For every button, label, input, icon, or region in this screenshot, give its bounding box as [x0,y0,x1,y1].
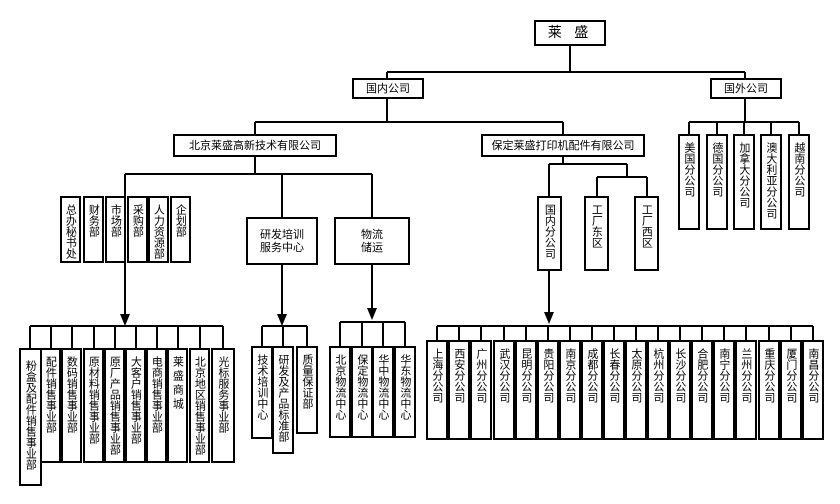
connector-arrows [120,308,554,326]
beijing-dept: 采购部 [127,196,148,263]
overseas-branch: 越南分公司 [788,134,810,230]
rd-unit: 质量保证部 [296,346,318,434]
domestic-branch: 昆明分公司 [515,340,537,440]
logistics-unit: 华中物流中心 [372,346,394,438]
domestic-branch: 长春分公司 [603,340,625,440]
logistics-unit: 北京物流中心 [329,346,351,438]
baoding-company-node: 保定莱盛打印机配件有限公司 [481,134,645,157]
domestic-branch: 合肥分公司 [691,340,713,440]
sales-division: 原材料销售事业部 [83,348,104,463]
overseas-branch: 美国分公司 [678,134,700,230]
domestic-branch: 兰州分公司 [735,340,757,440]
overseas-branch: 德国分公司 [706,134,728,230]
domestic-branch: 西安分公司 [448,340,470,440]
rd-unit: 技术培训中心 [251,346,273,439]
domestic-branch: 南宁分公司 [713,340,735,440]
rd-training-center-node: 研发培训服务中心 [246,217,318,265]
sales-division: 配件销售事业部 [40,348,61,463]
domestic-branch: 上海分公司 [426,340,448,440]
domestic-branch: 太原分公司 [625,340,647,440]
sales-division: 原厂产品销售事业部 [104,348,125,463]
baoding-unit: 国内分公司 [537,196,562,271]
logistics-unit: 华东物流中心 [394,346,416,438]
domestic-branch: 成都分公司 [581,340,603,440]
domestic-branch: 武汉分公司 [493,340,515,440]
overseas-branch: 澳大利亚分公司 [760,134,782,230]
domestic-branch: 长沙分公司 [669,340,691,440]
domestic-branch: 杭州分公司 [647,340,669,440]
beijing-dept: 企划部 [170,196,191,263]
beijing-dept: 市场部 [105,196,126,263]
beijing-company-node: 北京莱盛高新技术有限公司 [173,134,337,157]
beijing-dept: 总办秘书处 [60,196,81,263]
domestic-branch: 南京分公司 [559,340,581,440]
sales-division: 大客户销售事业部 [125,348,146,463]
logistics-unit: 保定物流中心 [351,346,373,438]
sales-division: 电商销售事业部 [146,348,167,463]
overseas-branch: 加拿大分公司 [733,134,755,230]
domestic-branch: 贵阳分公司 [537,340,559,440]
domestic-branch: 广州分公司 [470,340,492,440]
domestic-branch: 厦门分公司 [780,340,802,440]
sales-division: 北京地区销售事业部 [189,348,210,463]
beijing-dept: 人力资源部 [148,196,169,263]
domestic-company-node: 国内公司 [352,78,424,99]
beijing-dept: 财务部 [83,196,104,263]
sales-division: 数码销售事业部 [61,348,82,463]
sales-division: 莱盛商城 [167,348,188,463]
connector-lines [29,45,814,348]
domestic-branch: 重庆分公司 [758,340,780,440]
logistics-node: 物流储运 [334,217,410,265]
sales-division: 光标服务事业部 [211,348,235,463]
domestic-branch: 南昌分公司 [802,340,824,440]
baoding-unit: 工厂东区 [584,196,609,271]
root-node: 莱 盛 [534,20,606,46]
overseas-company-node: 国外公司 [710,78,782,99]
sales-division: 粉盒及配件销售事业部 [19,348,42,486]
rd-unit: 研发及产品标准部 [272,346,294,454]
baoding-unit: 工厂西区 [634,196,659,271]
